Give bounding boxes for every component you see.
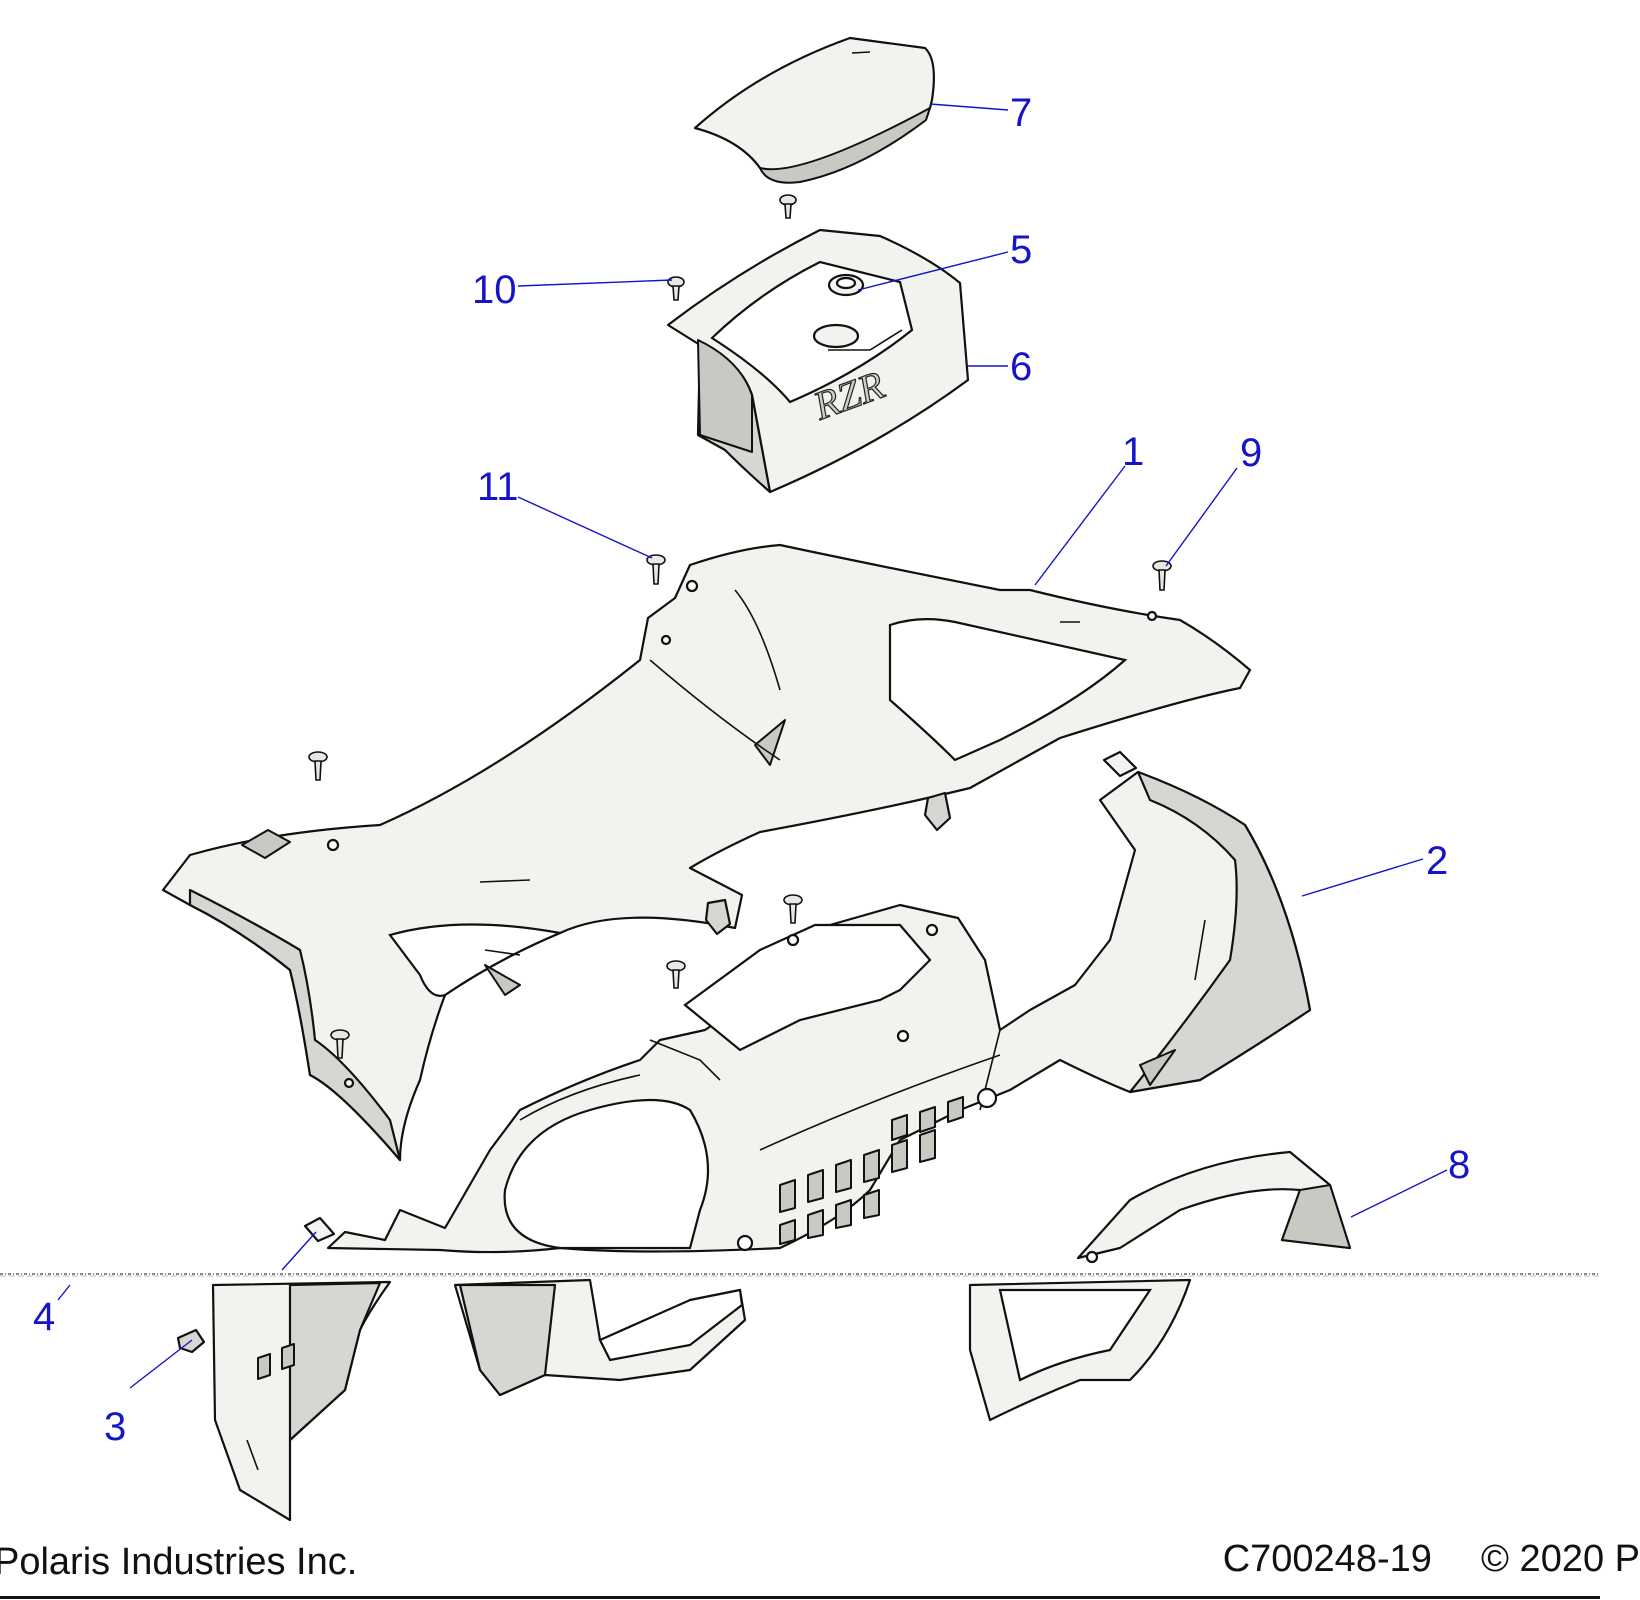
screw-center-1[interactable] [783,894,803,924]
tab-nut-left[interactable] [303,1216,336,1243]
drawing-number: C700248-19 [1222,1538,1432,1580]
part-9-screw[interactable] [1152,560,1172,591]
footer-rule [0,1596,1600,1599]
callout-3: 3 [104,1405,126,1449]
callout-8: 8 [1448,1143,1470,1187]
part-5-grommet[interactable] [812,273,865,349]
part-2-lower-dash-panel[interactable] [326,770,1312,1397]
callout-5: 5 [1010,228,1032,272]
part-6-storage-bin[interactable]: RZR [666,228,970,494]
screw-left-mid[interactable] [308,751,328,781]
clip-fastener-center[interactable] [923,791,952,832]
callout-9: 9 [1240,431,1262,475]
part-4-left-side-panel[interactable] [211,1280,392,1522]
callout-2: 2 [1426,839,1448,883]
footer-drawing-info: C700248-19 © 2020 P [1223,1538,1640,1581]
footer-company-name: Polaris Industries Inc. [0,1541,358,1583]
drawing-break-line [0,1271,1600,1277]
screw-under-lid[interactable] [779,194,797,219]
part-8-right-bolster[interactable] [968,1150,1352,1422]
callout-10: 10 [472,268,517,312]
callout-4: 4 [33,1295,55,1339]
exploded-parts-diagram: RZR [0,36,1600,1522]
callout-6: 6 [1010,345,1032,389]
callout-1: 1 [1122,430,1144,474]
copyright-text: © 2020 P [1481,1538,1640,1580]
dash-vent-slots [779,1096,964,1245]
tab-nut-right[interactable] [1102,750,1138,778]
callout-7: 7 [1010,91,1032,135]
part-11-screw[interactable] [646,554,666,585]
clip-fastener-left[interactable] [704,898,732,936]
callout-labels: 7 5 6 10 11 1 9 2 8 4 3 [33,91,1470,1449]
part-1-upper-dash-panel[interactable] [161,543,1252,1162]
screw-left-lower[interactable] [330,1029,350,1059]
screw-center-2[interactable] [666,960,686,989]
part-7-storage-lid[interactable] [693,36,935,184]
callout-11: 11 [477,465,519,509]
part-10-screw[interactable] [667,276,685,301]
leader-lines [57,103,1448,1389]
